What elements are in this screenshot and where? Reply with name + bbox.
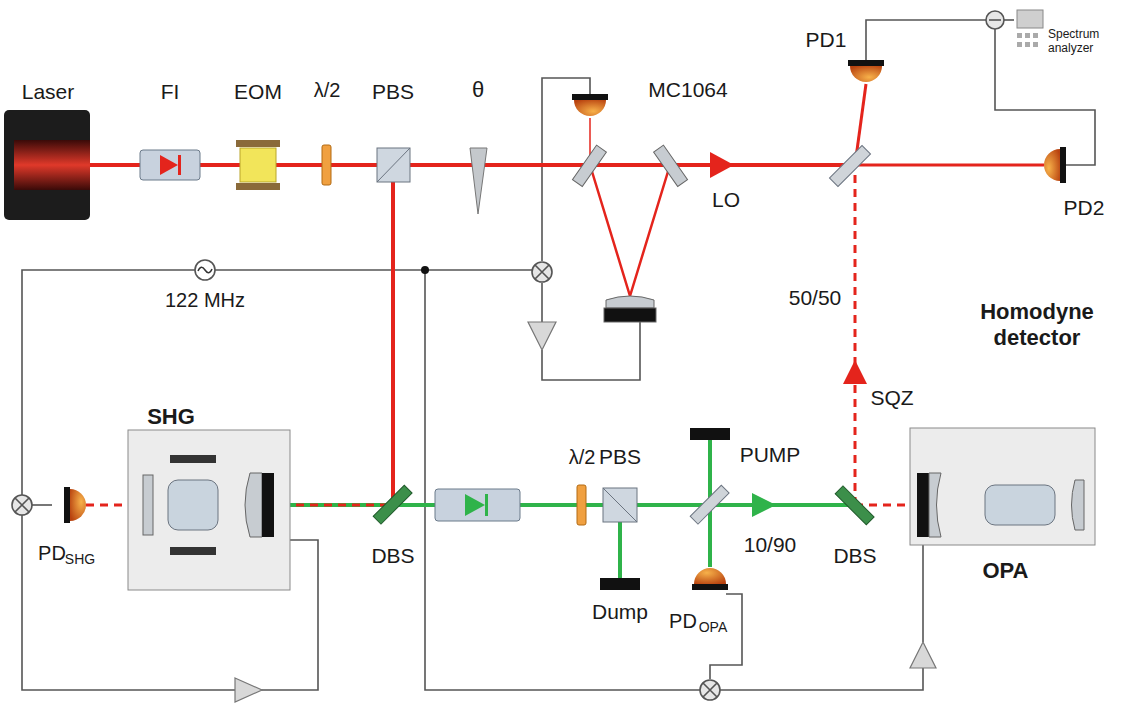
- frequency-label: 122 MHz: [165, 289, 245, 311]
- component-label: λ/2: [314, 79, 341, 101]
- amplifiers: [235, 322, 936, 702]
- ratio-label: 50/50: [789, 286, 842, 309]
- shg-panel: SHG: [8, 398, 334, 640]
- component-label: EOM: [234, 80, 282, 103]
- component-label: PBS: [599, 445, 641, 468]
- component-label: MC1064: [648, 78, 727, 101]
- eom: [236, 140, 280, 190]
- pickoff-splitter: [690, 485, 729, 524]
- detector-label: PD2: [1064, 196, 1105, 219]
- pbs-cube: [377, 148, 410, 182]
- detector-label: PD: [669, 610, 697, 632]
- dichroic-splitter: [835, 486, 874, 525]
- half-wave-plate: [322, 145, 331, 185]
- opa-panel: OPA: [893, 395, 1118, 585]
- beam-dump: [600, 578, 640, 590]
- panel-fill: [8, 398, 334, 640]
- detector-label: PD1: [806, 28, 847, 51]
- phase-wedge: [470, 148, 487, 214]
- faraday-isolator: [140, 150, 200, 180]
- photodiode: [692, 568, 728, 590]
- component-label: PBS: [372, 80, 414, 103]
- beam-label: LO: [712, 188, 740, 211]
- beam-label: PUMP: [740, 443, 801, 466]
- sqz-arrow: [843, 360, 867, 384]
- component-label: DBS: [833, 544, 876, 567]
- photodiode: [1044, 147, 1066, 183]
- node-title: Spectrum analyzer: [1048, 28, 1108, 56]
- dichroic-splitter: [373, 485, 412, 524]
- spectrum-analyzer-icon: [1017, 10, 1043, 47]
- component-label: θ: [472, 78, 484, 102]
- faraday-isolator-green: [435, 489, 520, 521]
- ratio-label: 10/90: [744, 533, 797, 556]
- laser: [4, 110, 90, 220]
- device-label: Laser: [22, 80, 75, 103]
- photodiode: [848, 60, 884, 82]
- mode-cleaner: [572, 145, 687, 322]
- detector-subscript: OPA: [699, 620, 728, 635]
- photodiode: [572, 94, 608, 116]
- beam-splitter: [829, 145, 870, 186]
- junction-dot: [421, 266, 429, 274]
- pbs-cube: [603, 488, 637, 522]
- detector-subscript: SHG: [65, 552, 95, 567]
- photodiode: [64, 487, 86, 523]
- detector-label: PD: [38, 542, 66, 564]
- component-label: FI: [161, 80, 180, 103]
- beam-dump: [690, 428, 730, 440]
- component-label: λ/2: [569, 446, 596, 468]
- electronic-wires: [22, 20, 1095, 690]
- beam-label: SQZ: [870, 386, 913, 409]
- component-label: Dump: [592, 600, 648, 623]
- spectrum-analyzer-box: Spectrum analyzer: [1012, 4, 1122, 72]
- panel-fill: [893, 395, 1118, 585]
- lo-arrow: [710, 152, 734, 178]
- shg-cavity: [128, 430, 290, 590]
- opa-cavity: [910, 428, 1095, 545]
- node-title: Homodyne detector: [972, 299, 1102, 350]
- node-title: SHG: [8, 404, 334, 429]
- detector-panel: Homodyne detector: [785, 84, 1112, 360]
- node-title: OPA: [893, 558, 1118, 583]
- oscillator: [195, 260, 215, 280]
- pump-arrow: [752, 493, 776, 517]
- mixers: [12, 11, 1004, 700]
- half-wave-plate: [577, 485, 586, 525]
- component-label: DBS: [371, 544, 414, 567]
